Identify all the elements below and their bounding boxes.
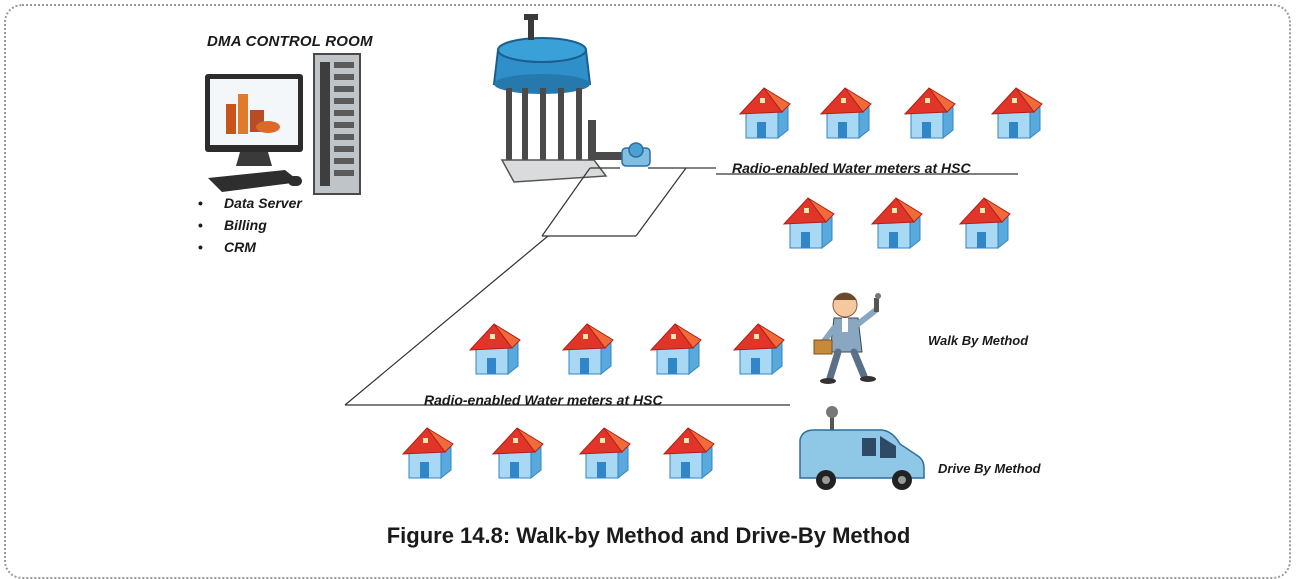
control-room-title: DMA CONTROL ROOM [207, 33, 373, 50]
house-icon [469, 323, 521, 375]
meters-bottom-label: Radio-enabled Water meters at HSC [424, 392, 663, 408]
list-item-label: Data Server [224, 195, 302, 211]
water-tower-icon [492, 14, 628, 183]
list-item: •CRM [198, 239, 256, 255]
walking-person-icon [813, 292, 881, 384]
walk-drive-diagram [205, 14, 1043, 490]
walk-by-label: Walk By Method [928, 333, 1029, 348]
house-icon [492, 427, 544, 479]
house-icon [733, 323, 785, 375]
house-icon [650, 323, 702, 375]
list-item: •Billing [198, 217, 267, 233]
house-icon [402, 427, 454, 479]
list-item: •Data Server [198, 195, 302, 211]
house-icon [562, 323, 614, 375]
control-room-items: •Data Server •Billing •CRM [198, 192, 302, 258]
server-rack-icon [313, 53, 361, 195]
figure-caption: Figure 14.8: Walk-by Method and Drive-By… [386, 523, 911, 548]
house-icon [959, 197, 1011, 249]
list-item-label: Billing [224, 217, 267, 233]
van-icon [799, 406, 925, 490]
house-icon [904, 87, 956, 139]
house-icon [739, 87, 791, 139]
water-meter-icon [621, 142, 651, 167]
house-icon [663, 427, 715, 479]
house-icon [991, 87, 1043, 139]
list-item-label: CRM [224, 239, 256, 255]
pipe-network-lines [344, 167, 1018, 406]
house-icon [820, 87, 872, 139]
house-icon [871, 197, 923, 249]
drive-by-label: Drive By Method [938, 461, 1041, 476]
meters-top-label: Radio-enabled Water meters at HSC [732, 160, 971, 176]
computer-monitor-icon [205, 74, 303, 192]
house-icon [579, 427, 631, 479]
house-icon [783, 197, 835, 249]
